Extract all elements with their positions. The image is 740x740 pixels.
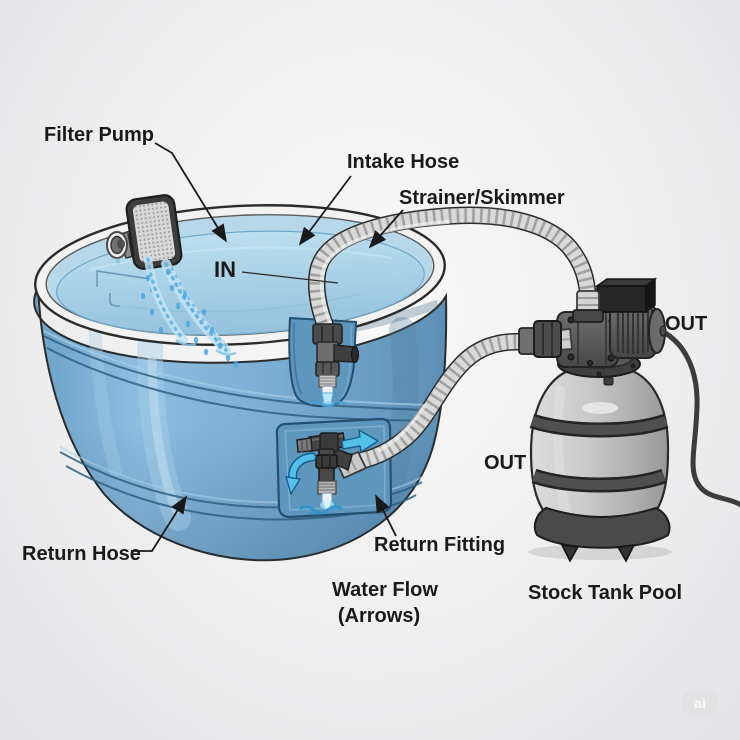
label-return-fitting: Return Fitting xyxy=(374,534,505,556)
label-filter-pump: Filter Pump xyxy=(44,124,154,146)
flow-arrow-right xyxy=(341,429,379,453)
skimmer-screen xyxy=(125,194,183,270)
label-water-flow: Water Flow xyxy=(332,579,438,601)
leader-strainer-skimmer xyxy=(368,209,404,249)
in-pointer-line xyxy=(241,271,339,284)
flow-arrow-curved xyxy=(289,454,315,482)
filter-tank-bands xyxy=(529,413,669,493)
intake-fitting xyxy=(309,323,359,408)
label-intake-hose: Intake Hose xyxy=(347,151,459,173)
label-strainer-skimmer: Strainer/Skimmer xyxy=(399,187,565,209)
intake-hose xyxy=(308,206,597,339)
intake-side-port xyxy=(333,344,359,363)
water-droplets xyxy=(140,268,239,368)
label-out-top: OUT xyxy=(665,313,707,335)
label-return-hose: Return Hose xyxy=(22,543,141,565)
power-cord xyxy=(652,325,740,508)
filter-pump-assembly xyxy=(528,277,740,563)
ai-watermark-badge: ai xyxy=(681,689,719,717)
pressure-valve xyxy=(603,376,614,386)
return-fitting-assembly xyxy=(285,429,379,515)
pump-return-fitting xyxy=(518,320,573,358)
label-stock-tank-pool: Stock Tank Pool xyxy=(528,582,682,604)
pump-inlet-fitting xyxy=(572,290,604,323)
skimmer-water-streams xyxy=(144,255,232,355)
junction-box xyxy=(594,277,658,314)
stream-splash xyxy=(175,339,237,356)
leader-intake-hose xyxy=(298,175,352,246)
leader-return-hose xyxy=(131,495,187,552)
filter-feet xyxy=(560,544,636,563)
label-in: IN xyxy=(214,257,236,282)
label-water-flow-arrows: (Arrows) xyxy=(338,605,420,627)
water-flow-arrows xyxy=(285,429,379,495)
return-hose xyxy=(343,332,533,471)
labels: Filter Pump Intake Hose Strainer/Skimmer… xyxy=(22,124,707,627)
leader-filter-pump xyxy=(154,142,227,243)
leader-return-fitting xyxy=(375,494,397,537)
ai-watermark-text: ai xyxy=(694,695,706,711)
motor-fins xyxy=(616,308,654,354)
skimmer-assembly xyxy=(106,194,239,368)
filter-base xyxy=(533,506,671,549)
filter-tank-highlight xyxy=(582,402,618,414)
label-out-side: OUT xyxy=(484,452,526,474)
